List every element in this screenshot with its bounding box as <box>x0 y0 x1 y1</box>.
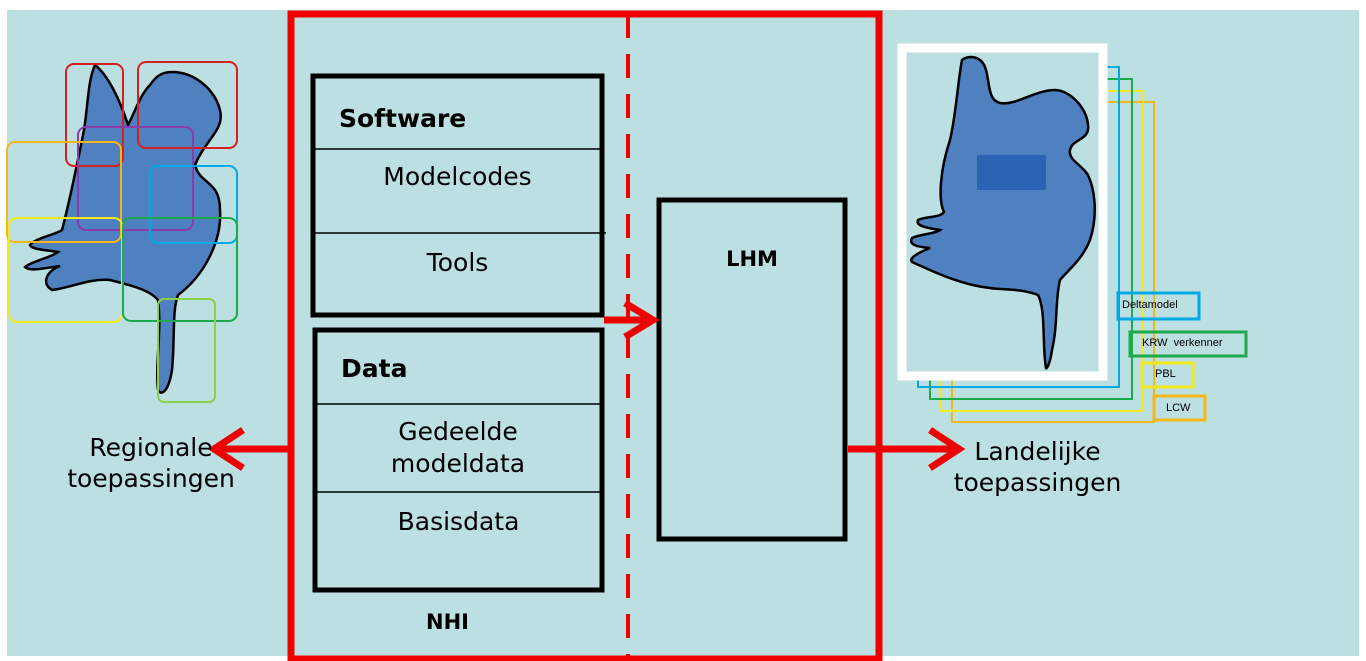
legend-label-lcw: LCW <box>1166 402 1191 414</box>
software-item-tools: Tools <box>426 248 489 277</box>
regional-map <box>6 61 238 403</box>
arrow-to-lhm <box>604 300 660 340</box>
arrow-to-national <box>848 427 966 471</box>
lhm-title: LHM <box>726 247 778 271</box>
data-item-basisdata: Basisdata <box>397 507 520 536</box>
lhm-box <box>656 197 848 542</box>
data-title: Data <box>341 354 408 383</box>
region-box-cyan <box>149 165 238 244</box>
software-box <box>310 73 606 318</box>
region-box-green <box>122 217 238 322</box>
regional-label: Regionale toepassingen <box>67 433 235 494</box>
legend-box-lcw <box>1152 394 1207 422</box>
national-map <box>897 43 1155 423</box>
region-box-red-2 <box>137 61 238 149</box>
region-box-red-1 <box>65 63 124 167</box>
region-box-purple <box>77 126 194 231</box>
national-label: Landelijke toepassingen <box>953 437 1122 498</box>
legend-box-krw <box>1128 330 1248 358</box>
data-item-gedeelde-modeldata: Gedeelde modeldata <box>390 417 526 478</box>
software-title: Software <box>339 104 467 133</box>
legend-label-krw: KRW verkenner <box>1142 337 1223 349</box>
legend-box-deltamodel <box>1116 291 1201 321</box>
highlight-region <box>977 155 1046 190</box>
legend-label-deltamodel: Deltamodel <box>1122 299 1178 311</box>
region-box-orange <box>6 141 122 243</box>
legend-label-pbl: PBL <box>1155 368 1176 380</box>
nhi-frame <box>287 10 883 661</box>
legend-box-pbl <box>1140 361 1195 389</box>
netherlands-map-right <box>909 55 1097 370</box>
nhi-title: NHI <box>426 610 469 634</box>
arrow-to-regional <box>207 427 289 471</box>
software-item-modelcodes: Modelcodes <box>383 162 532 191</box>
region-box-lightgreen <box>157 298 216 403</box>
data-box <box>312 327 605 593</box>
model-legend <box>1116 291 1248 422</box>
